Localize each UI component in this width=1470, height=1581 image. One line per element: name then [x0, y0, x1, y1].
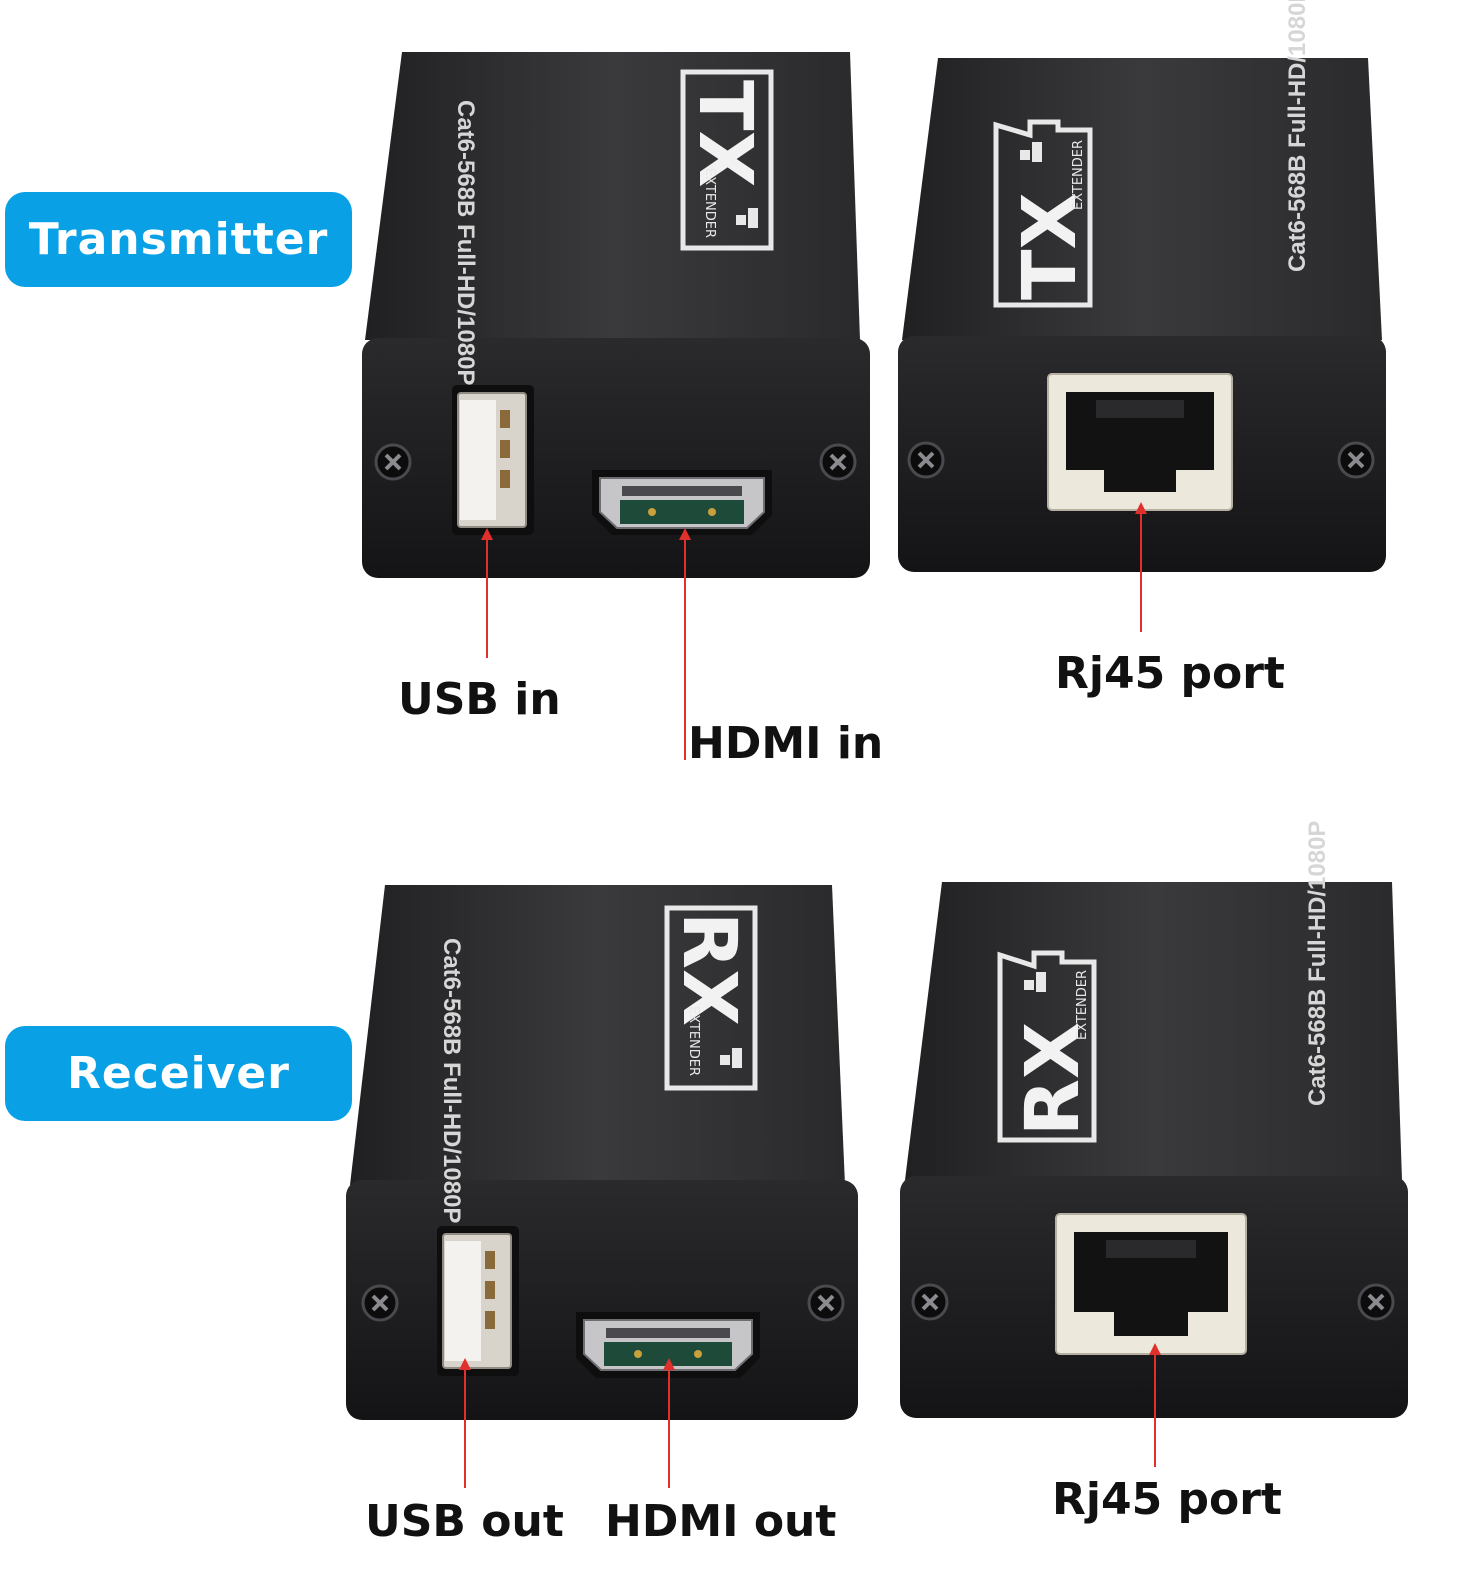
rx-logo-letters: RX: [666, 912, 752, 1026]
transmitter-back-unit: Cat6-568B Full-HD/1080P TX EXTENDER: [898, 0, 1386, 572]
usb-port-icon: [452, 385, 534, 535]
transmitter-label: Transmitter: [5, 192, 352, 287]
usb-out-arrow: [459, 1358, 471, 1488]
receiver-front-unit: Cat6-568B Full-HD/1080P RX EXTENDER: [346, 885, 858, 1420]
rj45-port-icon: [1047, 373, 1233, 511]
usb-out-label: USB out: [365, 1496, 564, 1547]
transmitter-front-model-text: Cat6-568B Full-HD/1080P: [452, 100, 479, 385]
hdmi-port-icon: [576, 1312, 760, 1378]
tx-rj45-label: Rj45 port: [1055, 648, 1285, 699]
tx-back-logo-letters: TX: [1007, 192, 1093, 300]
tx-logo-sub: EXTENDER: [702, 168, 717, 238]
rj45-port-icon: [1055, 1213, 1247, 1355]
tx-rj45-arrow: [1135, 502, 1147, 632]
rx-logo: RX EXTENDER: [664, 905, 758, 1091]
rx-rj45-label: Rj45 port: [1052, 1474, 1282, 1525]
tx-logo: TX EXTENDER: [680, 69, 774, 251]
rx-back-logo-letters: RX: [1010, 1022, 1096, 1136]
hdmi-in-arrow: [679, 528, 691, 760]
rx-logo-sub: EXTENDER: [686, 1006, 701, 1076]
tx-back-logo-sub: EXTENDER: [1071, 140, 1086, 210]
receiver-front-model-text: Cat6-568B Full-HD/1080P: [438, 938, 465, 1223]
tx-back-logo: TX EXTENDER: [993, 119, 1093, 308]
hdmi-port-icon: [592, 470, 772, 535]
tx-logo-letters: TX: [682, 80, 768, 188]
transmitter-back-model-text: Cat6-568B Full-HD/1080P: [1284, 0, 1311, 272]
usb-port-icon: [437, 1226, 519, 1376]
receiver-back-model-text: Cat6-568B Full-HD/1080P: [1304, 821, 1331, 1106]
hdmi-out-label: HDMI out: [605, 1496, 837, 1547]
usb-in-arrow: [481, 528, 493, 658]
transmitter-front-unit: Cat6-568B Full-HD/1080P TX EXTENDER: [362, 52, 870, 578]
hdmi-out-arrow: [663, 1358, 675, 1488]
receiver-label: Receiver: [5, 1026, 352, 1121]
usb-in-label: USB in: [398, 674, 561, 725]
receiver-back-unit: Cat6-568B Full-HD/1080P RX EXTENDER: [900, 821, 1408, 1418]
rx-back-logo-sub: EXTENDER: [1075, 970, 1090, 1040]
rx-back-logo: RX EXTENDER: [997, 950, 1097, 1143]
hdmi-in-label: HDMI in: [688, 718, 884, 769]
rx-rj45-arrow: [1149, 1343, 1161, 1467]
